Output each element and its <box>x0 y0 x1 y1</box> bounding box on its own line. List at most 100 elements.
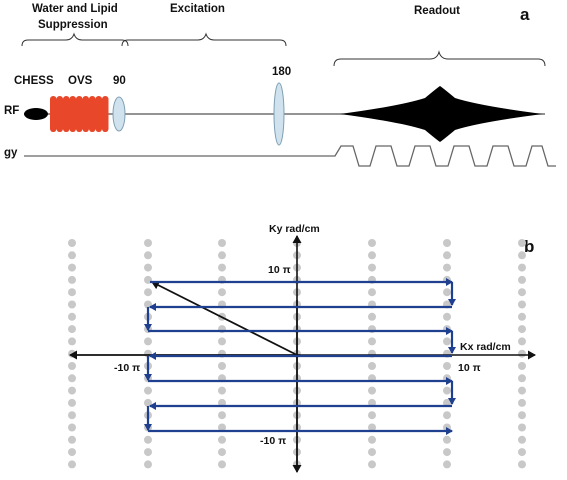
kspace-sample-dot <box>368 288 376 297</box>
kspace-sample-dot <box>368 460 376 469</box>
kspace-sample-dot <box>443 460 451 469</box>
gy-channel-label: gy <box>4 147 18 159</box>
gy-gradient <box>24 145 556 167</box>
kspace-sample-dot <box>518 349 526 358</box>
kspace-sample-dot <box>68 386 76 395</box>
kspace-sample-dot <box>518 435 526 444</box>
rf-channel-label: RF <box>4 105 20 117</box>
kspace-sample-dot <box>518 275 526 284</box>
pulse-90-label: 90 <box>113 75 126 87</box>
kspace-sample-dot <box>144 460 152 469</box>
kspace-sample-dot <box>518 374 526 383</box>
kspace-sample-dot <box>443 435 451 444</box>
epi-trajectory <box>144 278 456 435</box>
kspace-sample-dot <box>518 386 526 395</box>
kspace-sample-dot <box>68 423 76 432</box>
kspace-sample-dot <box>518 263 526 272</box>
kspace-sample-dot <box>218 435 226 444</box>
kspace-sample-dot <box>144 251 152 260</box>
ovs-label: OVS <box>68 75 93 87</box>
kspace-sample-dot <box>518 312 526 321</box>
suppression-label-line1: Water and Lipid <box>32 3 118 15</box>
kspace-sample-dot <box>218 288 226 297</box>
panel-b-letter: b <box>524 237 535 256</box>
kspace-sample-dot <box>518 411 526 420</box>
kspace-sample-dot <box>68 312 76 321</box>
kspace-sample-dot <box>144 435 152 444</box>
kspace-sample-dot <box>68 275 76 284</box>
kspace-sample-dot <box>443 448 451 457</box>
tick-left-label: -10 π <box>114 362 141 374</box>
kspace-sample-dot <box>68 337 76 346</box>
excitation-brace <box>121 32 287 47</box>
kspace-sample-dot <box>144 386 152 395</box>
kspace-sample-dot <box>218 411 226 420</box>
kspace-sample-dot <box>518 251 526 260</box>
tick-bottom-label: -10 π <box>260 435 287 447</box>
kspace-sample-dot <box>443 362 451 370</box>
kspace-sample-dot <box>68 362 76 370</box>
kspace-sample-dot <box>368 411 376 420</box>
prephaser-path <box>151 281 298 356</box>
kspace-sample-dot <box>218 423 226 432</box>
kspace-sample-dot <box>218 460 226 469</box>
kspace-sample-dot <box>518 460 526 469</box>
kspace-sample-dot <box>518 300 526 309</box>
kx-axis-label: Kx rad/cm <box>460 341 511 353</box>
kspace-sample-dot <box>368 423 376 432</box>
kspace-sample-dot <box>218 337 226 346</box>
kspace-sample-dot <box>68 325 76 334</box>
readout-label: Readout <box>414 5 460 17</box>
echo-signal <box>340 86 543 142</box>
ovs-pulse-train <box>50 96 109 132</box>
kspace-sample-dot <box>368 337 376 346</box>
kspace-sample-dot <box>518 239 526 247</box>
ky-axis-label: Ky rad/cm <box>269 223 320 235</box>
kspace-sample-dot <box>368 386 376 395</box>
kspace-sample-dot <box>518 448 526 457</box>
kspace-sample-dot <box>218 251 226 260</box>
kspace-sample-dot <box>368 435 376 444</box>
kspace-sample-dot <box>68 374 76 383</box>
kspace-sample-dot <box>443 288 451 297</box>
kspace-sample-dot <box>518 423 526 432</box>
kspace-sample-dot <box>518 398 526 407</box>
kspace-sample-dot <box>68 251 76 260</box>
tick-right-label: 10 π <box>458 362 481 374</box>
kspace-sample-dot <box>218 362 226 370</box>
kspace-sample-dot <box>518 325 526 334</box>
kspace-sample-dot <box>68 263 76 272</box>
kspace-sample-dot <box>218 239 226 247</box>
pulse-90 <box>112 96 126 132</box>
kspace-sample-dot <box>368 362 376 370</box>
kspace-sample-dot <box>144 448 152 457</box>
kspace-sample-dot <box>443 263 451 272</box>
kspace-sample-dot <box>443 386 451 395</box>
kspace-sample-dot <box>144 337 152 346</box>
kspace-sample-dot <box>218 386 226 395</box>
kspace-sample-dot <box>68 460 76 469</box>
kspace-sample-dot <box>368 239 376 247</box>
kspace-sample-dot <box>68 448 76 457</box>
kspace-sample-dot <box>368 312 376 321</box>
panel-a-letter: a <box>520 5 530 24</box>
kspace-sample-grid <box>68 239 526 469</box>
pulse-180-label: 180 <box>272 66 292 78</box>
tick-top-label: 10 π <box>268 264 291 276</box>
kspace-sample-dot <box>443 337 451 346</box>
kspace-sample-dot <box>68 239 76 247</box>
kspace-sample-dot <box>218 448 226 457</box>
kspace-sample-dot <box>68 288 76 297</box>
kspace-sample-dot <box>368 448 376 457</box>
chess-label: CHESS <box>14 75 54 87</box>
kspace-sample-dot <box>368 251 376 260</box>
kspace-sample-dot <box>443 239 451 247</box>
kspace-sample-dot <box>443 411 451 420</box>
kspace-sample-dot <box>68 398 76 407</box>
kspace-sample-dot <box>68 435 76 444</box>
excitation-label: Excitation <box>170 3 225 15</box>
kspace-sample-dot <box>144 239 152 247</box>
chess-pulse <box>24 108 48 120</box>
